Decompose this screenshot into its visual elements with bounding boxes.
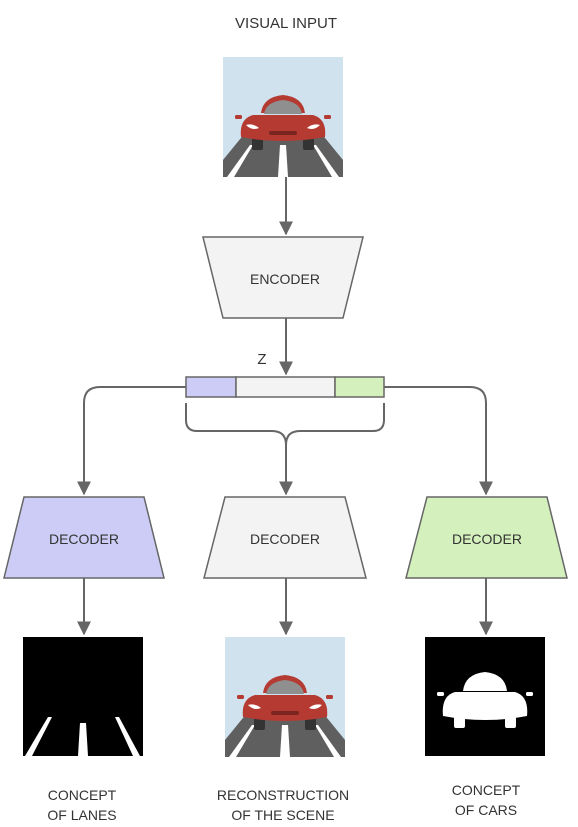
decoder-cars-box — [405, 496, 568, 579]
output-cars-caption-line2: OF CARS — [455, 802, 517, 818]
output-lanes-caption-line2: OF LANES — [47, 807, 116, 823]
output-scene-caption-line2: OF THE SCENE — [231, 807, 334, 823]
latent-segment-cars — [334, 376, 385, 398]
output-scene-caption-line1: RECONSTRUCTION — [217, 787, 349, 803]
decoder-cars-label: DECODER — [452, 531, 522, 547]
reconstruction-image — [225, 637, 345, 757]
latent-label: Z — [257, 351, 266, 368]
cars-mask-image — [425, 637, 545, 756]
decoder-scene-box — [203, 496, 367, 579]
encoder-label: ENCODER — [250, 271, 320, 287]
output-lanes-caption-line1: CONCEPT — [48, 787, 117, 803]
latent-vector — [185, 376, 385, 398]
arrow-latent-to-cars-decoder — [384, 386, 493, 496]
decoder-scene-label: DECODER — [250, 531, 320, 547]
visual-input-image — [223, 57, 343, 177]
lanes-mask-image — [23, 637, 143, 756]
visual-input-label: VISUAL INPUT — [235, 15, 337, 32]
latent-segment-lanes — [185, 376, 237, 398]
arrow-latent-to-lanes-decoder — [77, 386, 186, 496]
latent-segment-scene — [235, 376, 336, 398]
output-cars-caption-line1: CONCEPT — [452, 782, 521, 798]
latent-brace — [185, 403, 385, 446]
decoder-lanes-box — [3, 496, 165, 579]
decoder-lanes-label: DECODER — [49, 531, 119, 547]
encoder-box — [202, 236, 364, 319]
